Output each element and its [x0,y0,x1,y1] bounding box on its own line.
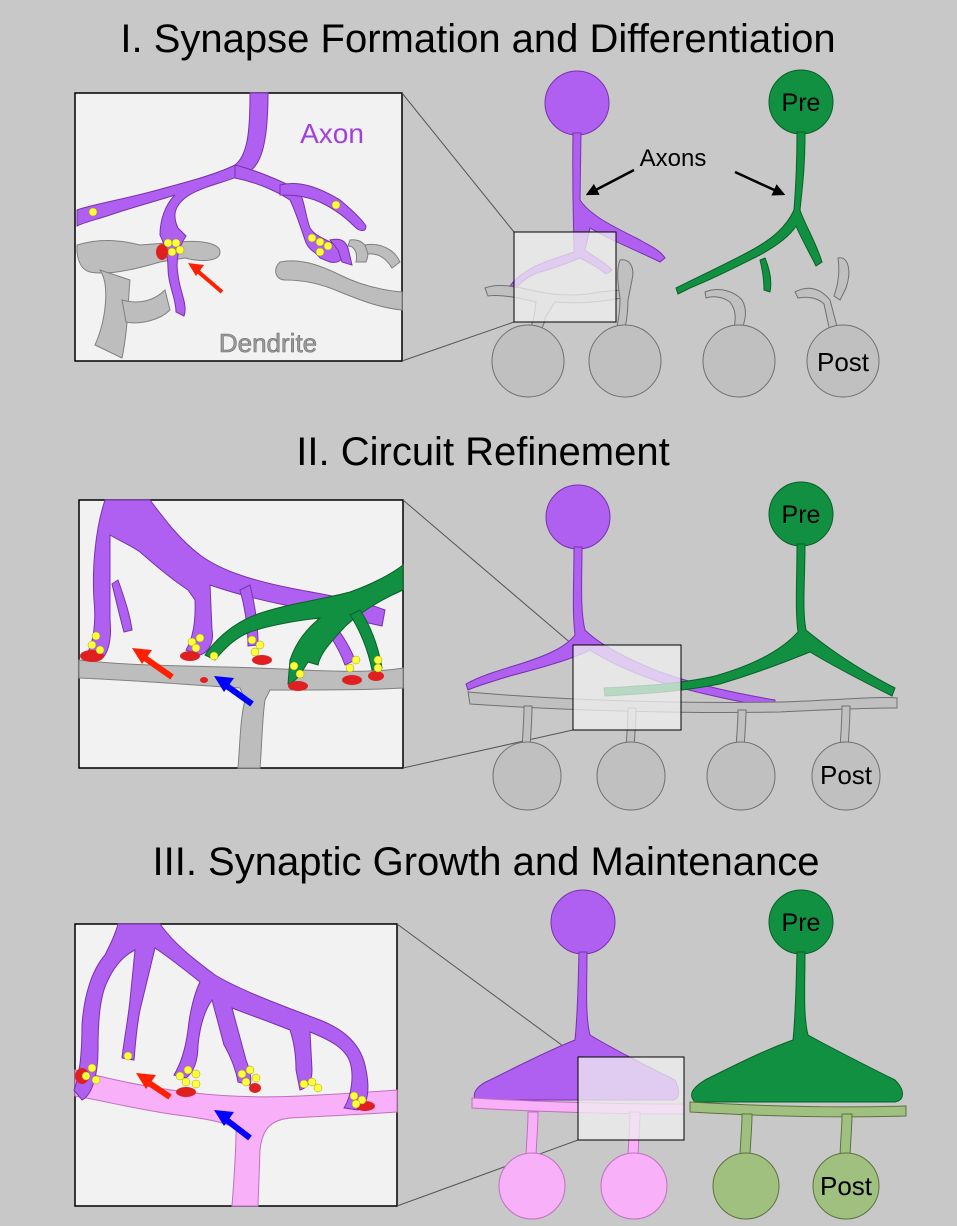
panel-title: II. Circuit Refinement [296,430,669,474]
panel-title: I. Synapse Formation and Differentiation [120,17,835,61]
panel-title: III. Synaptic Growth and Maintenance [152,840,819,884]
axon-label: Axon [300,118,364,149]
pre-label: Pre [782,89,821,117]
zoom-inset: Axon Dendrite [75,93,402,361]
zoom-inset [74,924,397,1206]
zoom-region [514,232,616,322]
zoom-inset [79,500,403,768]
pink-soma [601,1153,667,1219]
zoom-region [573,645,681,730]
dendrite-label: Dendrite [219,328,317,358]
post-label: Post [820,760,873,790]
pre-label: Pre [782,501,821,529]
pre-label: Pre [782,909,821,937]
zoom-region [578,1057,684,1140]
axons-label: Axons [640,145,707,172]
pink-soma [499,1153,565,1219]
post-label: Post [820,1171,873,1201]
olive-soma [713,1153,779,1219]
post-label: Post [817,347,870,377]
